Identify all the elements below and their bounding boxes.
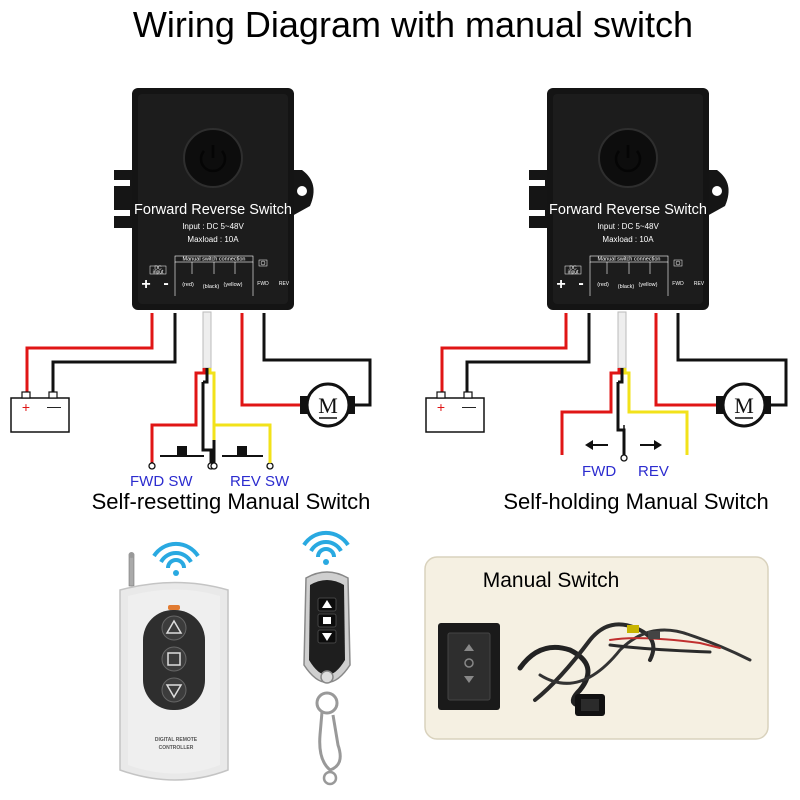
dev-minus-text: -: [163, 275, 168, 292]
batt-plus-text: +: [22, 399, 30, 415]
manual-switch-panel: Manual Switch: [424, 556, 769, 740]
dev-minus-text: -: [578, 275, 583, 292]
rocker-switch: [438, 623, 500, 710]
motor-icon: M: [300, 382, 355, 428]
up-arrow-icon: [464, 644, 474, 651]
rev-push-switch: [210, 441, 274, 470]
dev-red-text: (red): [182, 282, 194, 288]
right-wiring-diagram: Forward Reverse Switch Input : DC 5~48V …: [425, 88, 788, 514]
down-arrow-icon: [165, 684, 183, 699]
antenna-icon: [128, 552, 135, 587]
dev-rev-text: REV: [279, 281, 290, 287]
svg-text:input: input: [153, 270, 164, 276]
svg-text:DC: DC: [154, 266, 162, 272]
fwd-sw-label: FWD SW: [130, 473, 193, 490]
wifi-signal-icon: [302, 530, 350, 565]
motor-icon: M: [716, 382, 771, 428]
controller-module-left: Forward Reverse Switch Input : DC 5~48V …: [110, 88, 314, 310]
dev-manual-text: Manual switch connection: [183, 257, 246, 263]
dev-input-text: Input : DC 5~48V: [182, 222, 244, 231]
batt-minus-text: —: [47, 398, 61, 414]
motor-m-text: M: [734, 393, 754, 418]
power-icon: [183, 128, 243, 188]
dev-input-text: Input : DC 5~48V: [597, 222, 659, 231]
dev-yellow-text: (yellow): [224, 282, 243, 288]
wifi-signal-icon: [152, 541, 200, 576]
dev-rev-text: REV: [694, 281, 705, 287]
up-arrow-icon: [165, 619, 183, 634]
fwd-label: FWD: [582, 463, 616, 480]
power-icon: [598, 128, 658, 188]
stop-square-icon: [323, 617, 331, 624]
motor-m-text: M: [318, 393, 338, 418]
diagram-title: Wiring Diagram with manual switch: [133, 4, 693, 45]
rev-label: REV: [638, 463, 669, 480]
batt-minus-text: —: [462, 398, 476, 414]
svg-text:DIGITAL REMOTE: DIGITAL REMOTE: [155, 737, 198, 743]
left-caption: Self-resetting Manual Switch: [92, 489, 371, 514]
right-arrow-icon: [640, 440, 662, 450]
stop-square-icon: [167, 652, 181, 666]
dev-name-text: Forward Reverse Switch: [134, 202, 292, 218]
panel-title: Manual Switch: [483, 569, 620, 592]
left-wiring-diagram: Forward Reverse Switch Input : DC 5~48V …: [10, 88, 372, 514]
toggle-switch: [585, 425, 662, 462]
dev-black-text: (black): [203, 284, 220, 290]
dev-manual-text: Manual switch connection: [598, 257, 661, 263]
dev-black-text: (black): [618, 284, 635, 290]
rev-sw-label: REV SW: [230, 473, 290, 490]
battery-icon: + —: [10, 391, 70, 433]
svg-text:input: input: [568, 270, 579, 276]
dev-fwd-text: FWD: [672, 281, 684, 287]
svg-text:DC: DC: [569, 266, 577, 272]
batt-plus-text: +: [437, 399, 445, 415]
up-arrow-icon: [322, 600, 332, 608]
left-arrow-icon: [585, 440, 608, 450]
dev-plus-text: +: [556, 276, 565, 293]
remote-keyfob: [302, 530, 351, 786]
down-arrow-icon: [322, 633, 332, 641]
dev-fwd-text: FWD: [257, 281, 269, 287]
down-arrow-icon: [464, 676, 474, 683]
dev-yellow-text: (yellow): [639, 282, 658, 288]
remote-controller-large: DIGITAL REMOTE CONTROLLER: [119, 541, 229, 781]
dev-red-text: (red): [597, 282, 609, 288]
dev-name-text: Forward Reverse Switch: [549, 202, 707, 218]
dev-maxload-text: Maxload : 10A: [187, 235, 239, 244]
right-caption: Self-holding Manual Switch: [503, 489, 768, 514]
battery-icon: + —: [425, 391, 485, 433]
controller-module-right: Forward Reverse Switch Input : DC 5~48V …: [525, 88, 729, 310]
dev-maxload-text: Maxload : 10A: [602, 235, 654, 244]
dev-plus-text: +: [141, 276, 150, 293]
svg-text:CONTROLLER: CONTROLLER: [159, 745, 194, 751]
